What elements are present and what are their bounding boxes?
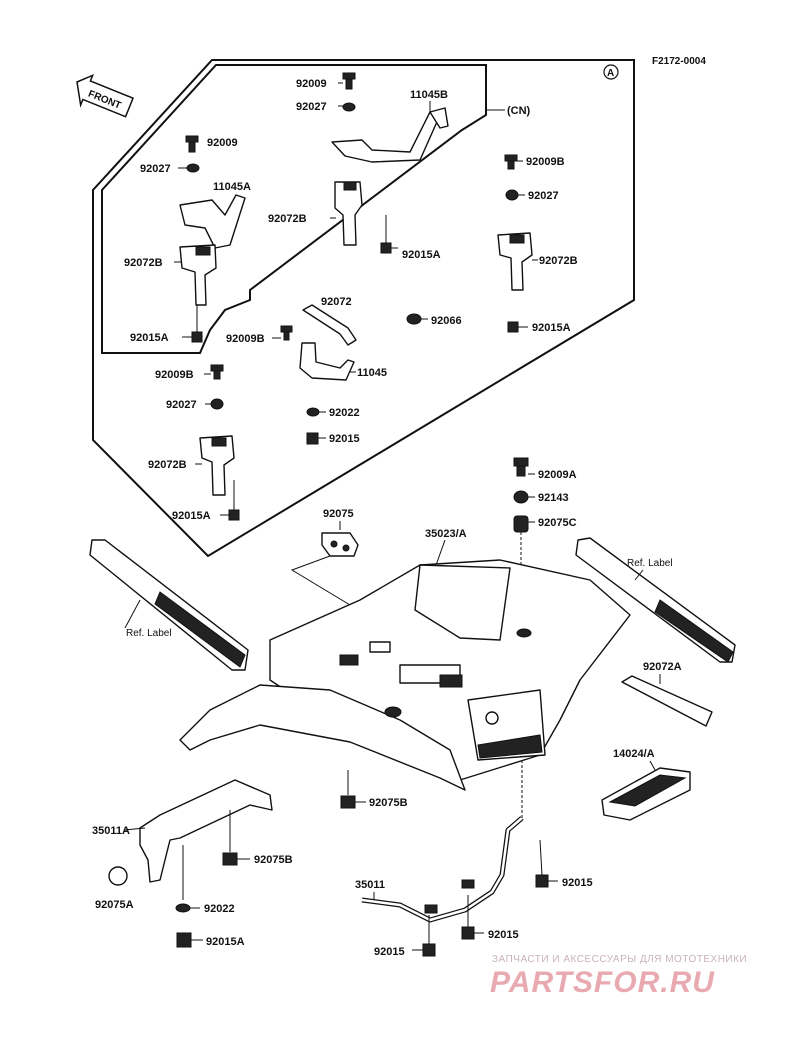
part-label-92027-c: 92027: [528, 190, 559, 202]
nut-icon: [306, 432, 319, 445]
screw-icon: [280, 325, 293, 341]
pad-14024: [601, 767, 691, 821]
part-label-92075b-a: 92075B: [369, 797, 408, 809]
part-label-35023a: 35023/A: [425, 528, 467, 540]
clip-92072b-left: [179, 244, 217, 306]
front-arrow-icon: FRONT: [76, 73, 135, 118]
part-label-92075c: 92075C: [538, 517, 577, 529]
cap-icon: [406, 313, 422, 325]
part-label-92072a: 92072A: [643, 661, 682, 673]
part-label-92009-b: 92009: [207, 137, 238, 149]
grommet-round-icon: [108, 866, 128, 886]
part-label-14024a: 14024/A: [613, 748, 655, 760]
plate-92075: [321, 532, 359, 557]
bracket-11045b: [331, 107, 449, 163]
part-label-92015a-b: 92015A: [130, 332, 169, 344]
part-label-92075a: 92075A: [95, 899, 134, 911]
part-label-35011: 35011: [355, 879, 385, 891]
part-label-92072b-a: 92072B: [268, 213, 307, 225]
circle-a-label: A: [607, 68, 614, 79]
washer-icon: [306, 407, 320, 417]
grommet-icon: [222, 852, 238, 866]
cn-label: (CN): [507, 105, 531, 117]
strap-92072a: [621, 675, 713, 727]
bracket-35011: [361, 816, 524, 923]
nut-icon: [461, 926, 475, 940]
part-label-92009-a: 92009: [296, 78, 327, 90]
part-label-92015-d: 92015: [374, 946, 405, 958]
screw-icon: [504, 154, 518, 170]
screw-icon: [513, 457, 529, 477]
nut-icon: [507, 321, 519, 333]
ref-label-strip-left: [89, 539, 249, 671]
part-label-92072: 92072: [321, 296, 352, 308]
part-label-92143: 92143: [538, 492, 569, 504]
clip-92072b-mid: [334, 181, 363, 246]
washer-icon: [186, 163, 200, 173]
strap-92072: [302, 304, 357, 346]
part-label-92009b-c: 92009B: [155, 369, 194, 381]
part-label-35011a: 35011A: [92, 825, 130, 837]
part-label-92009b-a: 92009B: [526, 156, 565, 168]
part-label-92015a-e: 92015A: [206, 936, 245, 948]
part-label-92022-a: 92022: [329, 407, 360, 419]
part-label-92072b-c: 92072B: [539, 255, 578, 267]
bracket-11045: [299, 342, 355, 381]
nut-icon: [176, 932, 192, 948]
rear-fender-35023: [179, 559, 631, 791]
bracket-35011a: [139, 779, 273, 883]
part-label-92009b-b: 92009B: [226, 333, 265, 345]
part-label-11045b: 11045B: [410, 89, 448, 101]
grommet-icon: [513, 515, 529, 533]
part-label-92015-c: 92015: [488, 929, 519, 941]
part-label-92072b-b: 92072B: [124, 257, 163, 269]
screw-icon: [342, 72, 356, 90]
part-label-92015a-c: 92015A: [532, 322, 571, 334]
washer-icon: [175, 903, 191, 913]
part-label-92027-d: 92027: [166, 399, 197, 411]
part-label-92009a: 92009A: [538, 469, 577, 481]
part-label-92015-b: 92015: [562, 877, 593, 889]
circle-a-marker: A: [603, 64, 619, 80]
clip-92072b-lower: [199, 435, 235, 496]
screw-icon: [210, 364, 224, 380]
clip-92072b-right: [497, 232, 533, 291]
part-label-92075: 92075: [323, 508, 354, 520]
part-label-92015a-d: 92015A: [172, 510, 211, 522]
bracket-11045a: [179, 194, 246, 249]
watermark-tagline: ЗАПЧАСТИ И АКСЕССУАРЫ ДЛЯ МОТОТЕХНИКИ: [492, 954, 747, 965]
grommet-icon: [340, 795, 356, 809]
part-label-92072b-d: 92072B: [148, 459, 187, 471]
washer-icon: [505, 189, 519, 201]
part-label-11045a: 11045A: [213, 181, 251, 193]
nut-icon: [191, 331, 203, 343]
nut-icon: [228, 509, 240, 521]
diagram-code: F2172-0004: [652, 56, 706, 67]
ref-label-right: Ref. Label: [627, 558, 673, 569]
part-label-92027-b: 92027: [140, 163, 171, 175]
part-label-11045: 11045: [357, 367, 387, 379]
part-label-92022-b: 92022: [204, 903, 235, 915]
washer-icon: [210, 398, 224, 410]
kit-frame-outer: [92, 59, 635, 558]
washer-icon: [342, 102, 356, 112]
nut-icon: [380, 242, 392, 254]
ref-label-strip-right: [575, 537, 736, 663]
ref-label-left: Ref. Label: [126, 628, 172, 639]
part-label-92066: 92066: [431, 315, 462, 327]
part-label-92015a-a: 92015A: [402, 249, 441, 261]
nut-icon: [535, 874, 549, 888]
part-label-92027-a: 92027: [296, 101, 327, 113]
washer-icon: [513, 490, 529, 504]
part-label-92075b-b: 92075B: [254, 854, 293, 866]
cn-subframe: [101, 64, 487, 354]
watermark-brand: PARTSFOR.RU: [490, 966, 715, 999]
nut-icon: [422, 943, 436, 957]
part-label-92015-a: 92015: [329, 433, 360, 445]
screw-icon: [185, 135, 199, 153]
